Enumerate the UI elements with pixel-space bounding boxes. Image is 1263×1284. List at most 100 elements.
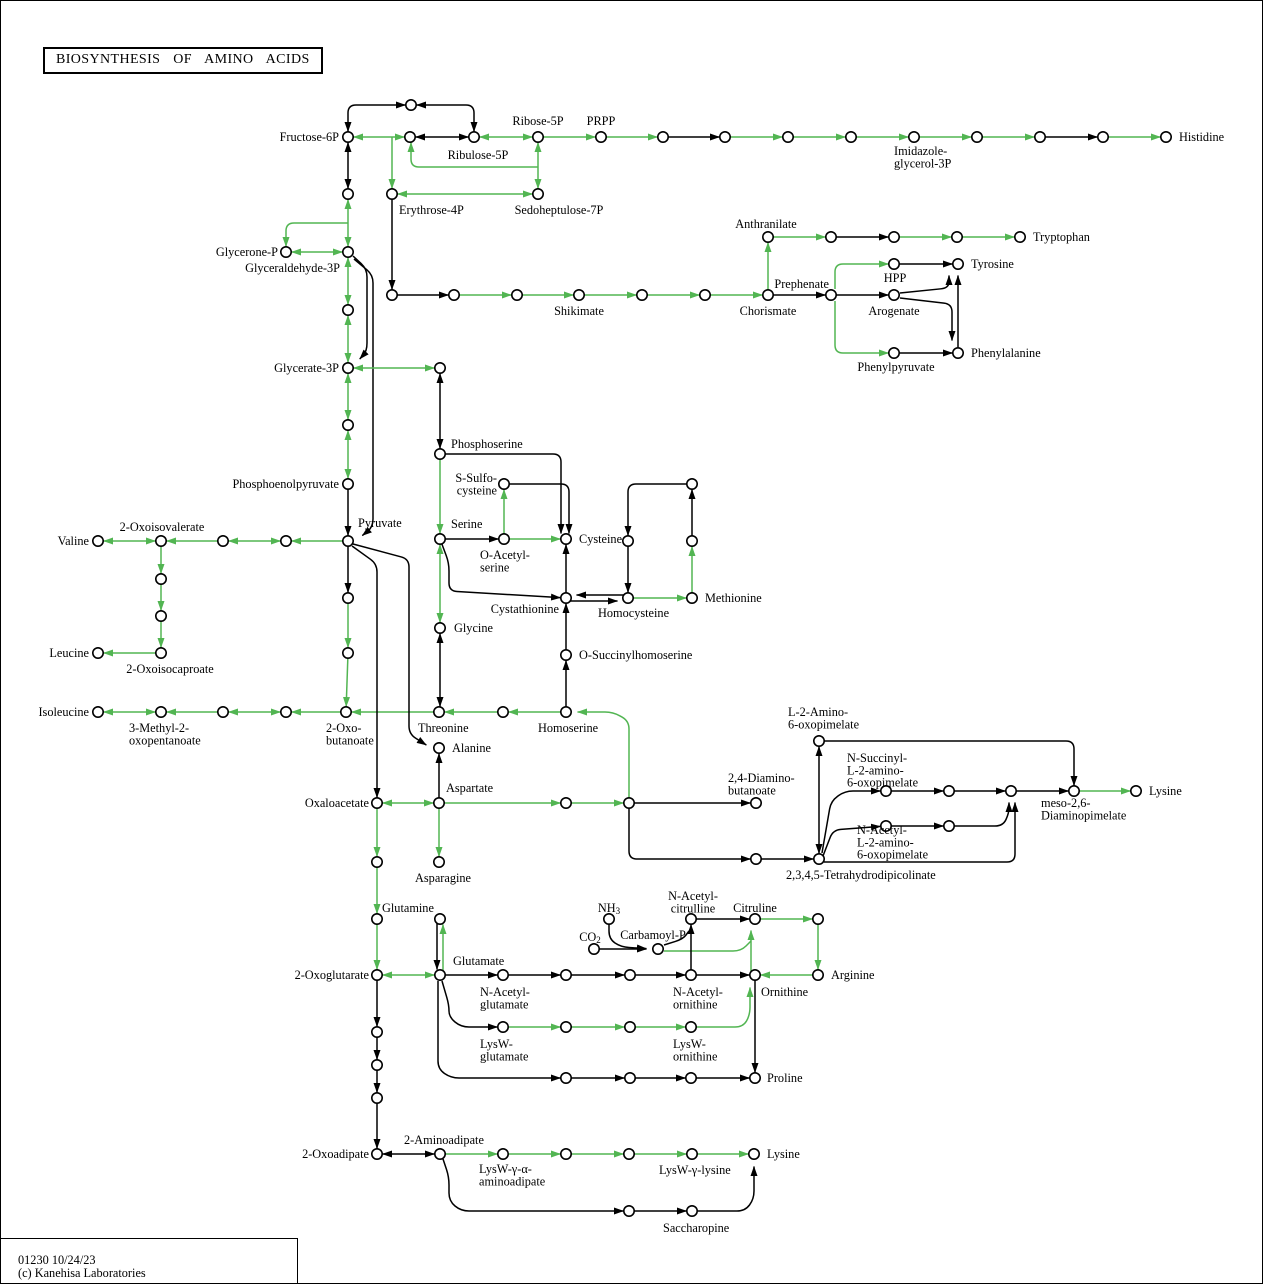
compound-node[interactable] [781,131,794,144]
compound-node[interactable] [621,534,634,547]
compound-node[interactable] [685,591,698,604]
compound-node[interactable] [433,912,446,925]
compound-node[interactable] [370,1059,383,1072]
compound-node[interactable] [942,784,955,797]
compound-node[interactable] [685,477,698,490]
compound-node[interactable] [1013,231,1026,244]
compound-node[interactable] [531,131,544,144]
compound-node[interactable] [496,1148,509,1161]
compound-node[interactable] [467,131,480,144]
compound-node[interactable] [559,1072,572,1085]
compound-node[interactable] [432,741,445,754]
compound-node[interactable] [748,968,761,981]
compound-node[interactable] [698,288,711,301]
compound-node[interactable] [684,968,697,981]
compound-node[interactable] [951,257,964,270]
compound-node[interactable] [341,246,354,259]
compound-node[interactable] [622,1205,635,1218]
compound-node[interactable] [559,532,572,545]
compound-node[interactable] [341,534,354,547]
compound-node[interactable] [385,288,398,301]
compound-node[interactable] [92,705,105,718]
compound-node[interactable] [496,705,509,718]
compound-node[interactable] [824,231,837,244]
compound-node[interactable] [433,532,446,545]
compound-node[interactable] [879,784,892,797]
compound-node[interactable] [497,532,510,545]
compound-node[interactable] [685,534,698,547]
compound-node[interactable] [279,705,292,718]
compound-node[interactable] [635,288,648,301]
compound-node[interactable] [887,231,900,244]
compound-node[interactable] [497,477,510,490]
compound-node[interactable] [685,1205,698,1218]
compound-node[interactable] [433,621,446,634]
compound-node[interactable] [1034,131,1047,144]
compound-node[interactable] [950,231,963,244]
compound-node[interactable] [1004,784,1017,797]
compound-node[interactable] [1130,784,1143,797]
compound-node[interactable] [1097,131,1110,144]
compound-node[interactable] [217,705,230,718]
compound-node[interactable] [385,188,398,201]
compound-node[interactable] [887,346,900,359]
compound-node[interactable] [370,855,383,868]
compound-node[interactable] [510,288,523,301]
compound-node[interactable] [844,131,857,144]
compound-node[interactable] [811,968,824,981]
compound-node[interactable] [341,188,354,201]
compound-node[interactable] [559,1148,572,1161]
compound-node[interactable] [341,361,354,374]
compound-node[interactable] [559,648,572,661]
compound-node[interactable] [341,477,354,490]
compound-node[interactable] [341,418,354,431]
compound-node[interactable] [623,1072,636,1085]
compound-node[interactable] [433,447,446,460]
compound-node[interactable] [370,796,383,809]
compound-node[interactable] [747,1148,760,1161]
compound-node[interactable] [622,796,635,809]
compound-node[interactable] [1068,784,1081,797]
compound-node[interactable] [942,819,955,832]
compound-node[interactable] [621,591,634,604]
compound-node[interactable] [602,912,615,925]
compound-node[interactable] [370,1148,383,1161]
compound-node[interactable] [951,346,964,359]
compound-node[interactable] [432,855,445,868]
compound-node[interactable] [559,968,572,981]
compound-node[interactable] [748,912,761,925]
compound-node[interactable] [433,1148,446,1161]
compound-node[interactable] [432,705,445,718]
compound-node[interactable] [433,968,446,981]
compound-node[interactable] [879,819,892,832]
compound-node[interactable] [623,1020,636,1033]
compound-node[interactable] [761,231,774,244]
compound-node[interactable] [594,131,607,144]
compound-node[interactable] [217,534,230,547]
compound-node[interactable] [155,534,168,547]
compound-node[interactable] [370,1026,383,1039]
compound-node[interactable] [684,1020,697,1033]
compound-node[interactable] [404,99,417,112]
compound-node[interactable] [155,646,168,659]
compound-node[interactable] [587,942,600,955]
compound-node[interactable] [1160,131,1173,144]
compound-node[interactable] [155,705,168,718]
compound-node[interactable] [559,796,572,809]
compound-node[interactable] [811,912,824,925]
compound-node[interactable] [749,852,762,865]
compound-node[interactable] [559,1020,572,1033]
compound-node[interactable] [155,572,168,585]
compound-node[interactable] [824,288,837,301]
compound-node[interactable] [718,131,731,144]
compound-node[interactable] [812,852,825,865]
compound-node[interactable] [92,534,105,547]
compound-node[interactable] [92,646,105,659]
compound-node[interactable] [812,734,825,747]
compound-node[interactable] [496,968,509,981]
compound-node[interactable] [341,591,354,604]
compound-node[interactable] [907,131,920,144]
compound-node[interactable] [761,288,774,301]
compound-node[interactable] [447,288,460,301]
compound-node[interactable] [656,131,669,144]
